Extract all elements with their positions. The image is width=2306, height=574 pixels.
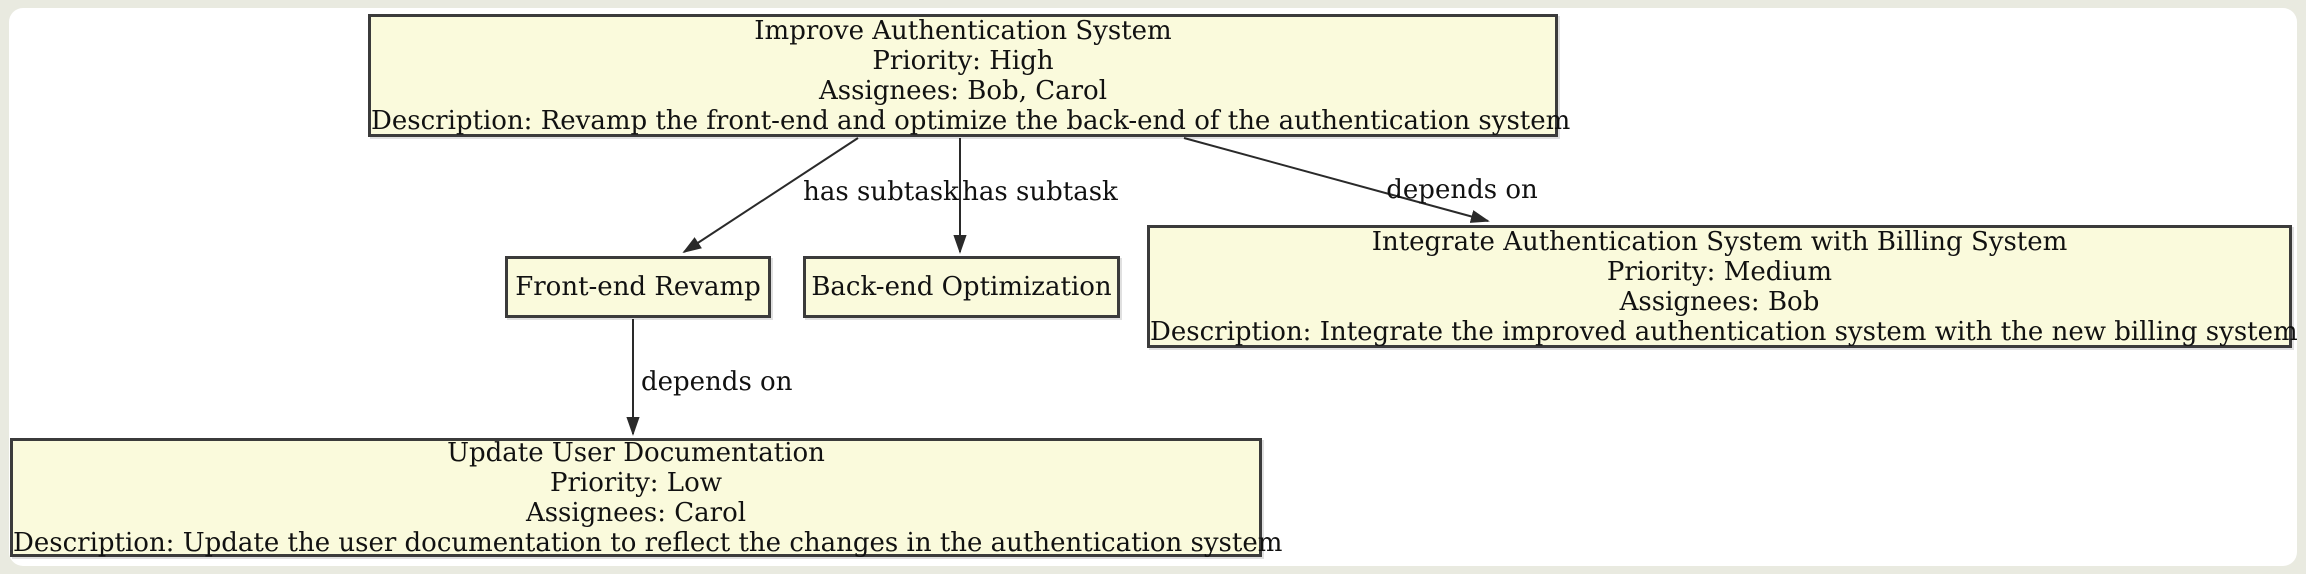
node-integrate-authentication-billing: Integrate Authentication System with Bil… <box>1147 225 2298 348</box>
edge-label-has-subtask-backend: has subtask <box>962 177 1118 207</box>
node-priority: Priority: Low <box>550 467 722 498</box>
edge-label-depends-on-integrate: depends on <box>1386 175 1538 205</box>
node-description: Description: Integrate the improved auth… <box>1150 316 2298 347</box>
node-assignees: Assignees: Carol <box>525 497 747 528</box>
node-improve-authentication-system: Improve Authentication System Priority: … <box>368 14 1571 137</box>
node-assignees: Assignees: Bob, Carol <box>818 75 1108 106</box>
node-title: Update User Documentation <box>447 437 825 468</box>
node-title: Improve Authentication System <box>754 15 1172 46</box>
node-back-end-optimization: Back-end Optimization <box>803 256 1120 318</box>
node-priority: Priority: High <box>872 45 1054 76</box>
node-description: Description: Update the user documentati… <box>13 527 1283 558</box>
node-front-end-revamp: Front-end Revamp <box>505 256 771 318</box>
node-update-user-documentation: Update User Documentation Priority: Low … <box>10 437 1283 558</box>
node-title: Front-end Revamp <box>515 272 761 302</box>
node-description: Description: Revamp the front-end and op… <box>371 105 1571 136</box>
node-priority: Priority: Medium <box>1606 256 1833 287</box>
edge-label-has-subtask-frontend: has subtask <box>803 177 959 207</box>
node-title: Integrate Authentication System with Bil… <box>1371 226 2068 257</box>
edge-label-depends-on-docs: depends on <box>641 367 793 397</box>
node-assignees: Assignees: Bob <box>1619 286 1820 317</box>
node-title: Back-end Optimization <box>811 272 1112 302</box>
